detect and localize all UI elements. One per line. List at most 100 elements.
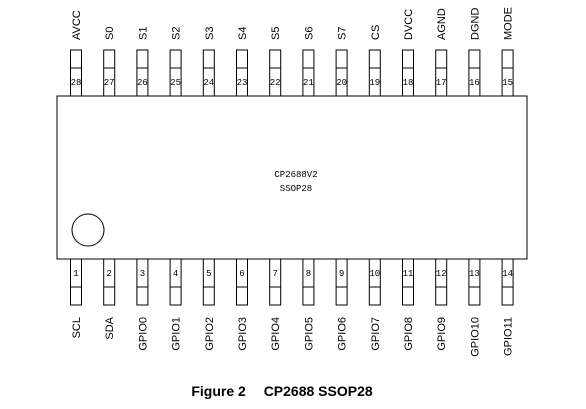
pin-number: 20: [336, 78, 347, 88]
pin: 17 AGND: [435, 8, 448, 97]
pin-lead: [269, 258, 282, 306]
pin-lead: [501, 258, 514, 306]
pin-number: 19: [369, 78, 380, 88]
pin-number: 15: [502, 78, 513, 88]
pin-label: GPIO2: [204, 317, 216, 351]
pin-lead: [335, 258, 348, 306]
figure-number: Figure 2: [191, 383, 246, 399]
pin-number: 3: [140, 269, 145, 279]
pin-lead: [136, 49, 149, 97]
pin-number: 21: [303, 78, 314, 88]
pin-label: GPIO6: [337, 317, 349, 351]
pin-label: GPIO3: [237, 317, 249, 351]
pin-label: CS: [370, 25, 382, 40]
pin-lead: [70, 49, 82, 97]
pin-label: SDA: [104, 316, 116, 339]
pin-lead: [468, 49, 481, 97]
pin-number: 25: [170, 78, 181, 88]
pin-number: 1: [73, 269, 78, 279]
pin: 21 S6: [302, 27, 315, 97]
pin-label: S1: [137, 27, 149, 40]
pin-lead: [236, 49, 248, 97]
pin: 26 S1: [136, 27, 149, 97]
pin-number: 7: [272, 269, 277, 279]
pin-number: 28: [71, 78, 82, 88]
pin-label: GPIO0: [137, 317, 149, 351]
pin-lead: [202, 49, 215, 97]
pin-number: 2: [106, 269, 111, 279]
pin-label: S7: [337, 27, 349, 40]
pin-lead: [501, 49, 514, 97]
pin: 20 S7: [335, 27, 349, 97]
pin-number: 24: [203, 78, 214, 88]
pin1-marker-dot: [71, 213, 105, 247]
pin: 27 S0: [103, 27, 116, 97]
pin-lead: [435, 49, 448, 97]
pin-label: GPIO7: [370, 317, 382, 351]
pin-label: S6: [303, 27, 315, 40]
pin-label: S0: [104, 27, 116, 40]
pin-label: S4: [237, 27, 249, 40]
pin-lead: [402, 49, 414, 97]
pin-label: DVCC: [403, 9, 415, 40]
pin-label: GPIO5: [303, 317, 315, 351]
pin-lead: [435, 258, 448, 306]
pin-label: SCL: [71, 317, 83, 338]
pin-label: S2: [171, 27, 183, 40]
pin: 19 CS: [368, 25, 382, 97]
chip-package: SSOP28: [280, 184, 312, 194]
pin: 24 S3: [202, 27, 216, 97]
pin-lead: [368, 49, 381, 97]
pin-number: 13: [469, 269, 480, 279]
pin-number: 26: [137, 78, 148, 88]
pin-lead: [169, 49, 182, 97]
pin-lead: [169, 258, 182, 306]
pin-lead: [302, 49, 315, 97]
pin-label: MODE: [503, 7, 515, 40]
pin: 25 S2: [169, 27, 183, 97]
figure-title: CP2688 SSOP28: [264, 383, 373, 399]
pin-number: 17: [436, 78, 447, 88]
pin-lead: [335, 49, 348, 97]
pin-number: 10: [369, 269, 380, 279]
pin-number: 16: [469, 78, 480, 88]
pin-number: 5: [206, 269, 211, 279]
pin-label: GPIO10: [469, 317, 481, 357]
pin-lead: [236, 258, 248, 306]
pin-label: S3: [204, 27, 216, 40]
pin-label: GPIO9: [436, 317, 448, 351]
pin-label: GPIO4: [270, 317, 282, 351]
pin: 15 MODE: [501, 7, 515, 97]
pin-label: DGND: [469, 8, 481, 40]
pin-number: 12: [436, 269, 447, 279]
figure-caption: Figure 2 CP2688 SSOP28: [191, 383, 373, 399]
pin-label: AGND: [436, 8, 448, 40]
pin-lead: [302, 258, 315, 306]
pin-number: 27: [104, 78, 115, 88]
pin-number: 14: [502, 269, 513, 279]
pin-lead: [468, 258, 481, 306]
pin-number: 6: [239, 269, 244, 279]
pin-lead: [103, 49, 116, 97]
chip-name: CP2688V2: [274, 170, 317, 180]
pin-lead: [70, 258, 82, 306]
pin-lead: [269, 49, 282, 97]
pin-lead: [103, 258, 116, 306]
pin-number: 22: [270, 78, 281, 88]
